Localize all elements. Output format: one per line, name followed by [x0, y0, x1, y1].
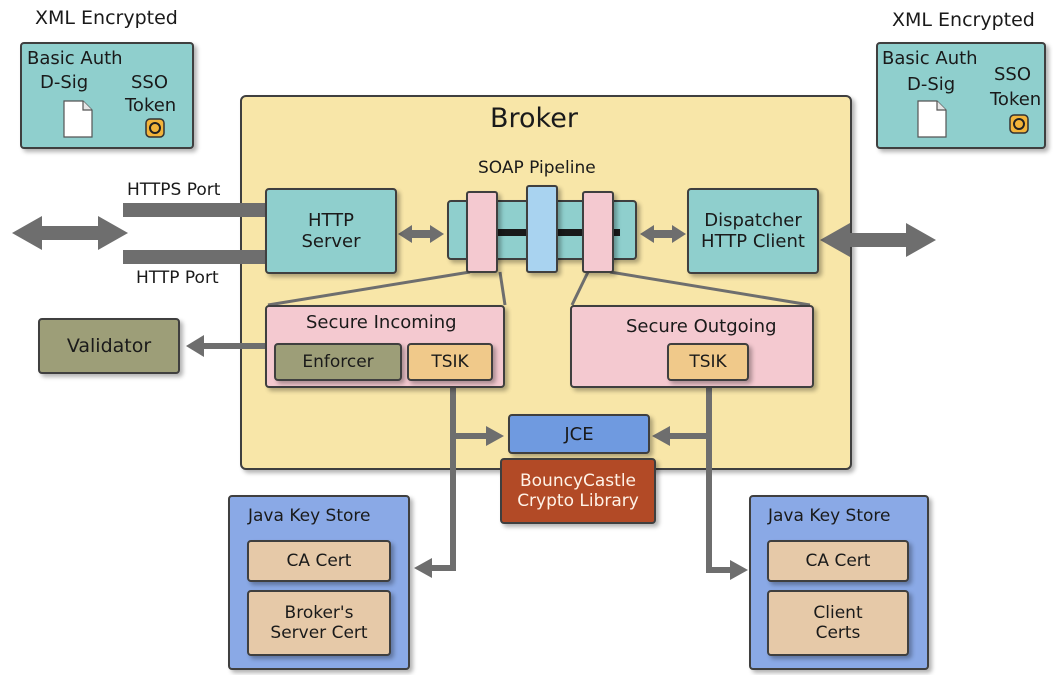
tsik-to-jce-arrowhead	[486, 426, 504, 446]
server-cert-line2: Server Cert	[270, 623, 368, 643]
document-icon	[63, 100, 93, 138]
crypto-library-box: BouncyCastle Crypto Library	[500, 458, 656, 524]
client-certs-box: Client Certs	[767, 590, 909, 656]
secure-incoming-title: Secure Incoming	[306, 312, 457, 333]
https-port-bar	[123, 203, 265, 217]
right-xml-encrypted-caption: XML Encrypted	[892, 9, 1035, 31]
validator-box: Validator	[38, 318, 180, 374]
pipeline-handler-core	[526, 185, 558, 273]
outgoing-tsik-box: TSIK	[667, 343, 749, 381]
crypto-library-line2: Crypto Library	[517, 491, 639, 511]
tsik-to-server-cert-arrowhead	[414, 558, 432, 578]
left-dsig-label: D-Sig	[40, 72, 89, 93]
right-token-label: Token	[990, 89, 1042, 110]
server-cert-box: Broker's Server Cert	[247, 590, 391, 656]
right-keystore-title: Java Key Store	[768, 506, 891, 526]
pipeline-funnel-lines	[267, 270, 811, 307]
crypto-library-line1: BouncyCastle	[519, 471, 636, 491]
right-basic-auth-label: Basic Auth	[882, 48, 978, 69]
incoming-tsik-connectors	[428, 385, 488, 571]
dispatcher-line1: Dispatcher	[704, 210, 802, 231]
pipeline-handler-incoming	[466, 191, 498, 273]
validator-label: Validator	[66, 335, 152, 357]
jce-label: JCE	[564, 423, 594, 445]
jce-box: JCE	[508, 414, 650, 454]
incoming-validator-arrow	[186, 335, 265, 357]
http-port-label: HTTP Port	[136, 268, 219, 288]
left-sso-label: SSO	[131, 72, 169, 93]
left-basic-auth-label: Basic Auth	[27, 48, 123, 69]
https-port-label: HTTPS Port	[127, 180, 221, 200]
incoming-tsik-label: TSIK	[431, 352, 469, 372]
left-credentials-box	[20, 42, 194, 149]
left-xml-encrypted-caption: XML Encrypted	[35, 7, 178, 29]
left-ca-cert-box: CA Cert	[247, 540, 391, 582]
server-pipeline-arrow	[398, 225, 444, 243]
document-icon	[917, 100, 947, 138]
http-server-line2: Server	[301, 231, 361, 252]
client-certs-line2: Certs	[815, 623, 861, 643]
server-cert-line1: Broker's	[284, 603, 354, 623]
incoming-tsik-box: TSIK	[407, 343, 493, 381]
http-port-bar	[123, 250, 265, 264]
pipeline-dispatcher-arrow	[640, 225, 686, 243]
enforcer-label: Enforcer	[302, 352, 374, 372]
broker-box	[240, 95, 852, 470]
left-token-label: Token	[125, 95, 177, 116]
left-ca-cert-label: CA Cert	[286, 551, 352, 571]
client-certs-line1: Client	[813, 603, 863, 623]
dispatcher-line2: HTTP Client	[701, 231, 805, 252]
tsik-to-jce-arrowhead-right	[652, 426, 670, 446]
left-keystore-title: Java Key Store	[248, 506, 371, 526]
soap-pipeline-label: SOAP Pipeline	[478, 158, 596, 178]
token-icon	[145, 118, 165, 138]
right-sso-label: SSO	[994, 64, 1032, 85]
http-server-line1: HTTP	[307, 210, 355, 231]
outgoing-tsik-label: TSIK	[689, 352, 727, 372]
tsik-to-client-certs-arrowhead	[730, 560, 748, 580]
right-double-arrow	[820, 223, 936, 257]
right-ca-cert-box: CA Cert	[767, 540, 909, 582]
left-double-arrow	[12, 216, 128, 250]
broker-title: Broker	[490, 103, 578, 134]
pipeline-handler-outgoing	[582, 191, 614, 273]
enforcer-box: Enforcer	[274, 343, 402, 381]
secure-outgoing-title: Secure Outgoing	[626, 316, 777, 337]
right-dsig-label: D-Sig	[907, 74, 956, 95]
http-server-box: HTTP Server	[265, 188, 397, 274]
right-ca-cert-label: CA Cert	[805, 551, 871, 571]
token-icon	[1009, 114, 1029, 134]
outgoing-tsik-connectors	[668, 385, 732, 573]
dispatcher-box: Dispatcher HTTP Client	[687, 188, 819, 274]
